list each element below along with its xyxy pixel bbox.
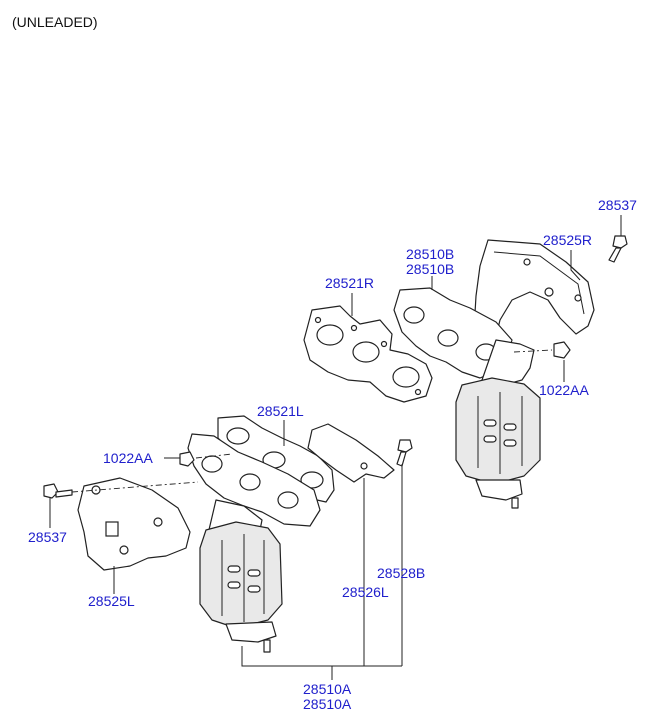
- label-manifold-right-1: 28510B: [406, 246, 454, 262]
- heat-shield-left: [77, 477, 191, 571]
- gasket-left: [217, 415, 335, 503]
- bolt-left: [43, 483, 73, 499]
- leader-manifold-left-bracket: [241, 646, 402, 667]
- label-bolt-left: 28537: [28, 529, 67, 545]
- label-heat-shield-right: 28525R: [543, 232, 592, 248]
- gasket-right: [303, 305, 433, 403]
- label-gasket-left: 28521L: [257, 403, 304, 419]
- label-gasket-right: 28521R: [325, 275, 374, 291]
- label-manifold-left-2: 28510A: [303, 696, 352, 712]
- nut-left: [179, 451, 195, 467]
- manifold-right: [393, 287, 541, 509]
- label-nut-right: 1022AA: [539, 382, 589, 398]
- bracket-left: [307, 423, 395, 483]
- manifold-left: [187, 433, 321, 653]
- variant-title: (UNLEADED): [12, 14, 98, 30]
- label-heat-shield-left: 28525L: [88, 593, 135, 609]
- stay-bolt: [396, 439, 413, 467]
- label-nut-left: 1022AA: [103, 450, 153, 466]
- centerline-nut-left: [195, 453, 233, 459]
- bolt-right: [608, 235, 628, 263]
- heat-shield-right: [473, 239, 595, 353]
- label-manifold-right-2: 28510B: [406, 261, 454, 277]
- label-manifold-left-1: 28510A: [303, 681, 352, 697]
- label-bolt-right: 28537: [598, 197, 637, 213]
- leader-heat-shield-right: [570, 250, 581, 281]
- label-stay-bolt: 28528B: [377, 565, 425, 581]
- label-bracket-left: 28526L: [342, 584, 389, 600]
- nut-right: [513, 341, 571, 359]
